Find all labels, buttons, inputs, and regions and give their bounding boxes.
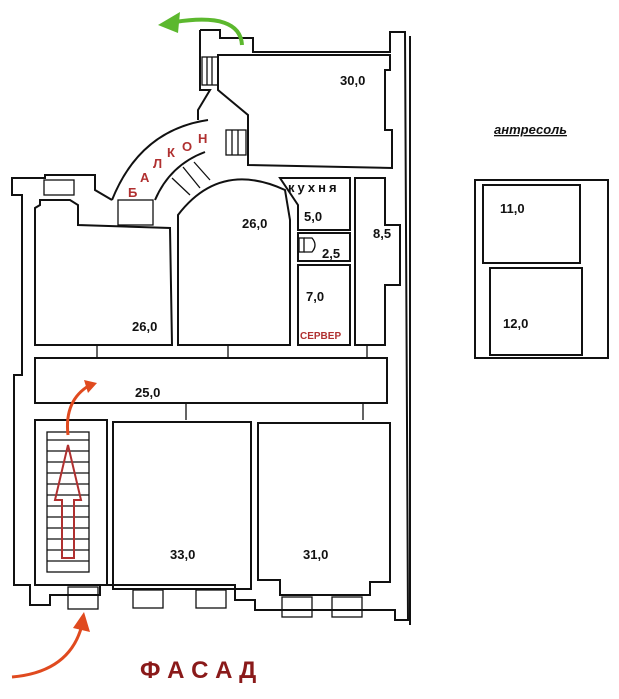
facade-windows — [67, 586, 363, 618]
kitchen-title: кухня — [288, 180, 340, 195]
green-exit-arrow-icon — [174, 17, 244, 46]
mezzanine-title: антресоль — [494, 122, 567, 137]
balcony-letter: Н — [198, 131, 207, 146]
balcony-letter: Л — [153, 156, 162, 171]
mezzanine-plan — [474, 179, 609, 359]
stair-direction-arrow-icon — [53, 444, 83, 559]
facade-label: Ф А С А Д — [140, 657, 256, 684]
room-33-area: 33,0 — [170, 547, 195, 562]
main-staircase — [34, 419, 108, 586]
mezzanine-lower-area: 12,0 — [503, 316, 528, 331]
balcony — [111, 119, 209, 201]
toilet — [297, 232, 351, 262]
room-8-5 — [354, 177, 401, 346]
room-30-area: 30,0 — [340, 73, 365, 88]
room-left-26 — [34, 199, 174, 346]
room-arch-area: 26,0 — [242, 216, 267, 231]
corridor — [34, 357, 388, 404]
mezzanine-upper-area: 11,0 — [500, 201, 525, 216]
entry-arrow-icon — [11, 624, 84, 679]
outer-walls — [11, 29, 411, 625]
up-arrow-icon — [65, 383, 91, 436]
corridor-area: 25,0 — [135, 385, 160, 400]
balcony-letter: К — [167, 145, 175, 160]
balcony-steps-icon — [117, 161, 211, 226]
room-arch-26 — [177, 178, 291, 346]
room-8-5-area: 8,5 — [373, 226, 391, 241]
top-stairs-icon — [201, 56, 247, 156]
toilet-area: 2,5 — [322, 246, 340, 261]
kitchen — [278, 177, 351, 231]
server-label: СЕРВЕР — [300, 331, 341, 342]
room-30 — [217, 54, 393, 170]
balcony-letter: О — [182, 139, 192, 154]
room-31-area: 31,0 — [303, 547, 328, 562]
server-area: 7,0 — [306, 289, 324, 304]
room-33 — [112, 421, 252, 590]
balcony-letter: Б — [128, 185, 137, 200]
toilet-icon — [298, 237, 316, 253]
room-left-area: 26,0 — [132, 319, 157, 334]
room-31 — [257, 422, 391, 596]
server-room — [297, 264, 351, 346]
kitchen-area: 5,0 — [304, 209, 322, 224]
balcony-letter: А — [140, 170, 150, 185]
